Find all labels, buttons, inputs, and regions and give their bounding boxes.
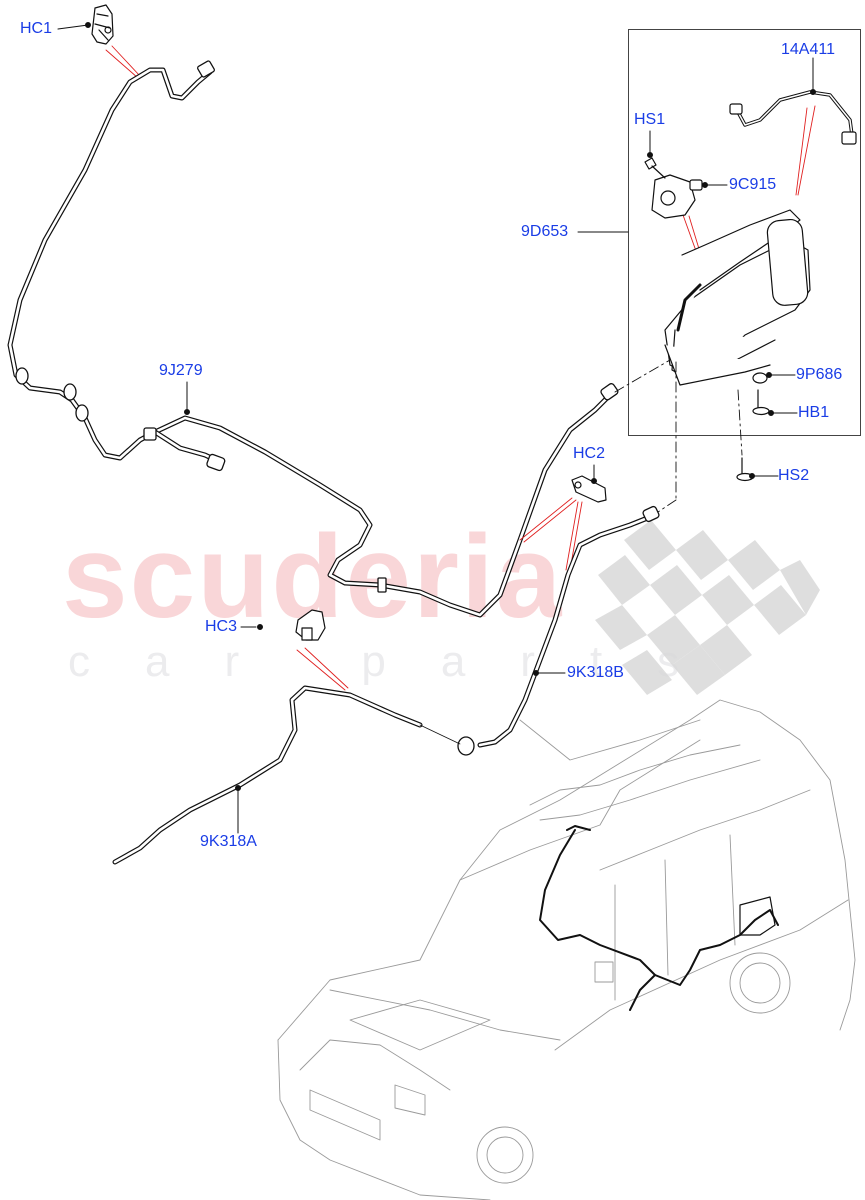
watermark-car-parts: car parts [68,637,735,686]
grommet-9p686-part [752,372,768,384]
callout-9j279[interactable]: 9J279 [159,362,203,379]
clip-hc2-part [571,475,607,503]
hose-9k318b [457,505,660,756]
clip-hc1-part [91,4,114,45]
vehicle-harness-highlight [539,825,779,1011]
callout-hb1[interactable]: HB1 [798,404,830,421]
screw-hs1-part [644,157,666,179]
harness-14a411 [729,90,857,145]
callout-9k318a[interactable]: 9K318A [200,833,257,850]
hose-9j279 [7,67,613,618]
vehicle-location-view [277,699,856,1200]
callout-14a411[interactable]: 14A411 [781,41,835,58]
callout-9d653[interactable]: 9D653 [521,223,569,240]
callout-hs2[interactable]: HS2 [778,467,810,484]
canister-inset-box [628,29,861,436]
callout-hc3[interactable]: HC3 [205,618,238,635]
callout-hs1[interactable]: HS1 [634,111,666,128]
callout-9c915[interactable]: 9C915 [729,176,777,193]
callout-9p686[interactable]: 9P686 [796,366,843,383]
callout-hc1[interactable]: HC1 [20,20,53,37]
canister-9d653 [664,209,811,386]
clip-hc3-part [295,609,326,641]
valve-9c915 [651,174,703,219]
hose-9k318a [112,685,461,865]
callout-hc2[interactable]: HC2 [573,445,606,462]
callout-9k318b[interactable]: 9K318B [567,664,624,681]
